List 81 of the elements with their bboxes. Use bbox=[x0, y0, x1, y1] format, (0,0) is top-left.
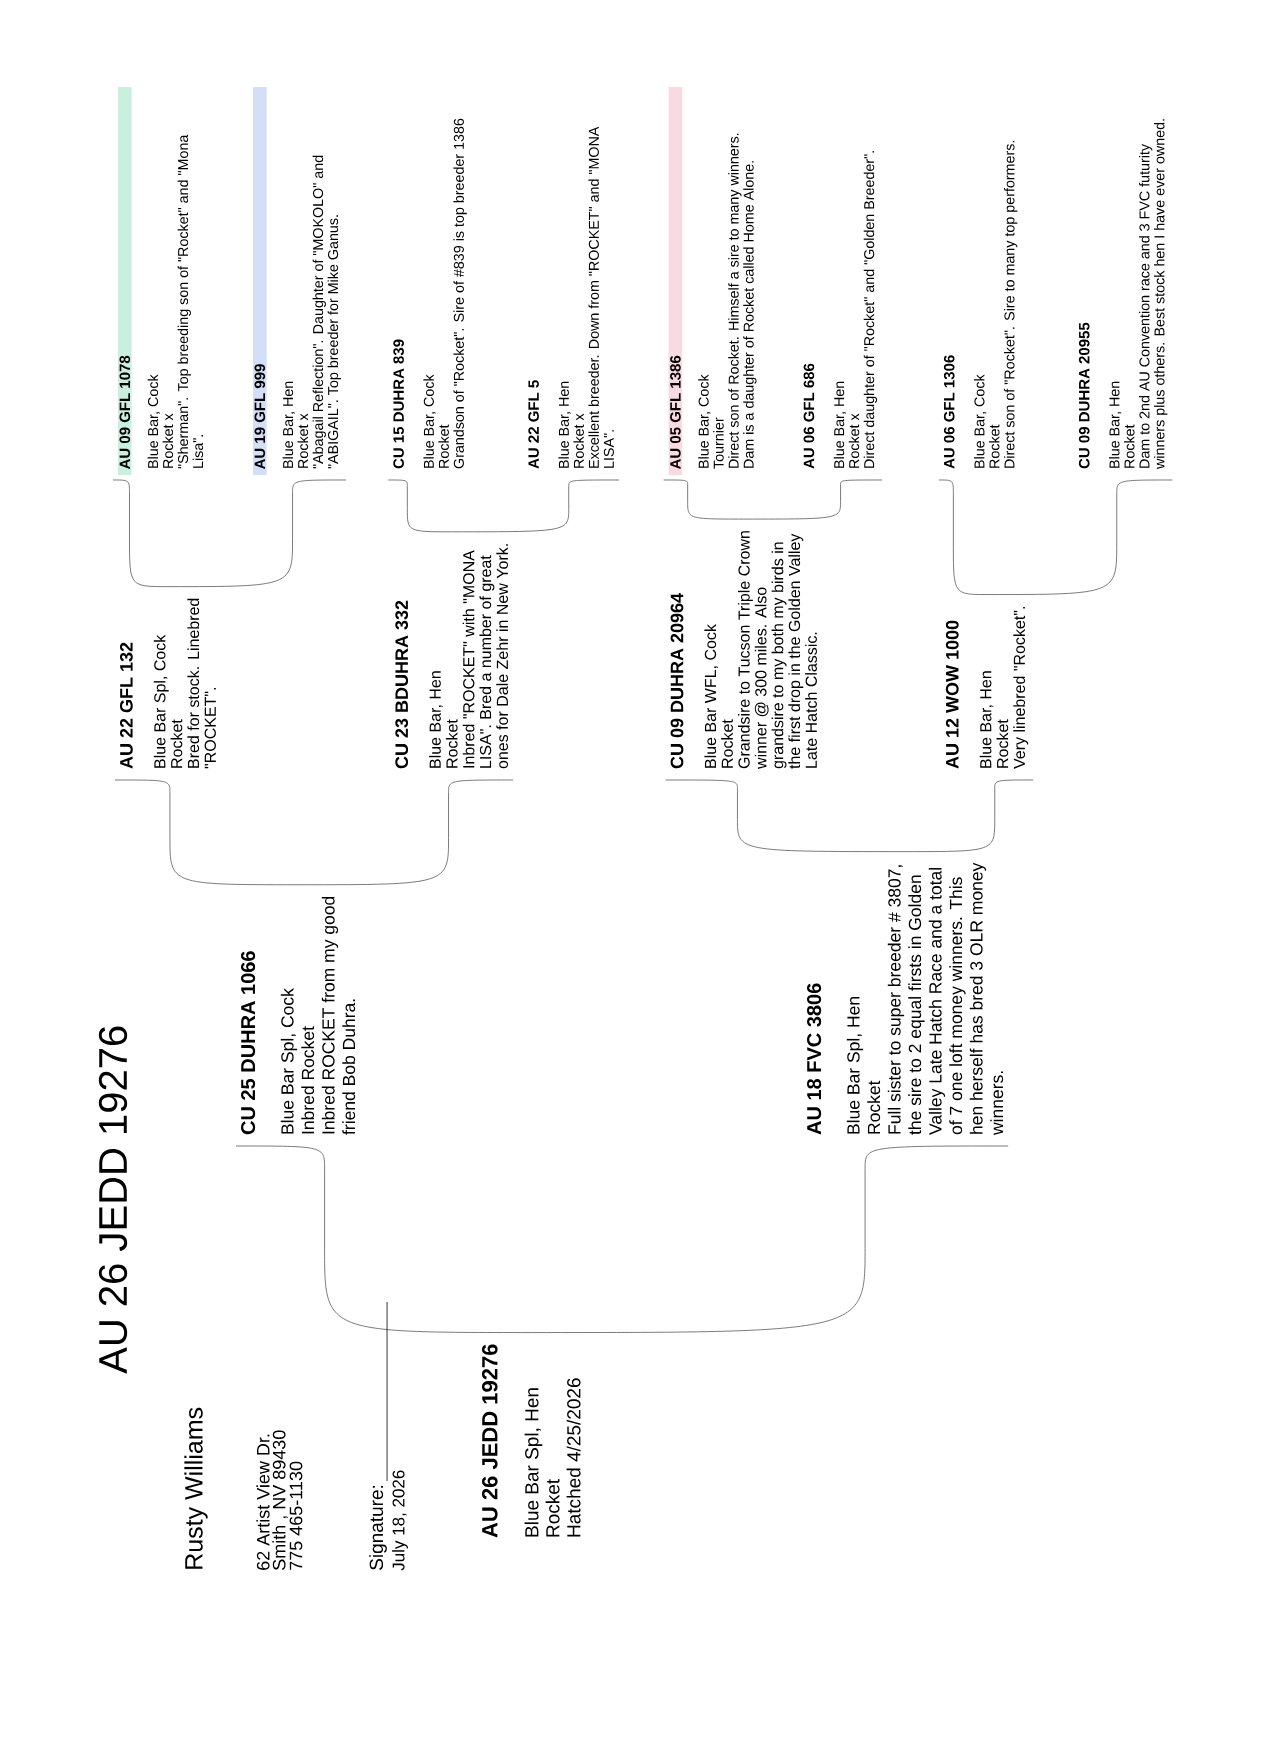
brace-line bbox=[297, 779, 514, 886]
detail-line: Grandson of "Rocket". Sire of #839 is top breeder 1386 bbox=[453, 118, 467, 469]
ring-number: CU 23 BDUHRA 332 bbox=[395, 600, 409, 769]
detail-line: Rocket bbox=[438, 424, 449, 468]
detail-line: Blue Bar, Hen bbox=[979, 671, 994, 768]
detail-line: "Abagail Reflection". Daughter of "MOKOLO" and "ABIGAIL". Top breeder for Mike Ganus. bbox=[312, 155, 341, 469]
detail-line: Full sister to super breeder # 3807, the sire to 2 equal firsts in Golden Valley Late Hatch Race and a total of 7 one loft money winners. This hen herself has bred 3 OLR money winners. bbox=[887, 862, 1004, 1135]
brace-line bbox=[986, 479, 1173, 595]
ring-number: CU 09 DUHRA 20964 bbox=[670, 593, 684, 769]
detail-line: Grandsire to Tucson Triple Crown winner @ 300 miles. Also grandsire to my both my birds in the first drop in the Golden Valley Late Hatch Classic. bbox=[738, 531, 817, 769]
detail-line: Blue Bar, Cock bbox=[698, 374, 711, 468]
detail-line: Blue Bar, Hen bbox=[429, 671, 443, 768]
detail-line: Bred for stock. Linebred "ROCKET". bbox=[187, 598, 216, 769]
brace-line bbox=[112, 479, 169, 588]
detail-line: Blue Bar, Hen bbox=[1109, 381, 1122, 468]
detail-line: Rocket bbox=[445, 719, 458, 768]
detail-line: Blue Bar, Cock bbox=[974, 374, 987, 468]
detail-line: Blue Bar WFL, Cock bbox=[704, 624, 718, 768]
detail-line: Tournier bbox=[713, 417, 724, 469]
ring-number: CU 09 DUHRA 20955 bbox=[1078, 322, 1090, 469]
brace-line bbox=[167, 479, 347, 588]
detail-line: Blue Bar, Cock bbox=[423, 374, 436, 468]
brace-line bbox=[904, 779, 1034, 852]
detail-line: "Sherman". Top breeding son of "Rocket" and "Mona Lisa". bbox=[177, 134, 204, 469]
detail-line: Rocket x bbox=[573, 413, 584, 468]
detail-line: Rocket bbox=[545, 1479, 560, 1537]
ring-number: AU 18 FVC 3806 bbox=[807, 983, 822, 1135]
pedigree-title: AU 26 JEDD 19276 bbox=[98, 1026, 128, 1374]
detail-line: Blue Bar Spl, Cock bbox=[280, 988, 298, 1134]
ring-number: AU 12 WOW 1000 bbox=[945, 620, 959, 769]
ring-number: CU 25 DUHRA 1066 bbox=[241, 951, 256, 1135]
detail-line: Blue Bar Spl, Hen bbox=[524, 1388, 543, 1537]
detail-line: Hatched 4/25/2026 bbox=[566, 1378, 581, 1537]
detail-line: Rocket bbox=[989, 424, 1000, 468]
detail-line: Blue Bar, Hen bbox=[833, 381, 846, 468]
brace-line bbox=[451, 479, 620, 533]
detail-line: Blue Bar, Hen bbox=[558, 381, 571, 468]
pedigree-entry bbox=[668, 87, 757, 475]
detail-line: Rocket bbox=[1124, 424, 1135, 468]
ring-number: AU 06 GFL 1306 bbox=[943, 355, 955, 469]
detail-line: Blue Bar, Hen bbox=[282, 381, 295, 468]
detail-line: Very linebred "Rocket". bbox=[1013, 607, 1029, 769]
detail-line: Rocket x bbox=[297, 413, 309, 468]
ring-number: AU 26 JEDD 19276 bbox=[482, 1344, 498, 1538]
detail-line: Inbred Rocket bbox=[301, 1026, 315, 1134]
detail-line: Rocket x bbox=[848, 413, 860, 468]
detail-line: Rocket x bbox=[162, 413, 174, 468]
address-line: 62 Artist View Dr. bbox=[256, 1434, 270, 1570]
ring-number: AU 06 GFL 686 bbox=[803, 363, 815, 469]
address-line: 775 465-1130 bbox=[289, 1461, 303, 1570]
detail-line: Direct daughter of "Rocket" and "Golden Breeder". bbox=[863, 151, 878, 468]
detail-line: Inbred ROCKET from my good friend Bob Duhra. bbox=[321, 896, 356, 1135]
highlighted-ring-number: AU 19 GFL 999 bbox=[253, 87, 267, 475]
detail-line: Direct son of "Rocket". Sire to many top performers. bbox=[1004, 140, 1018, 468]
detail-line: Direct son of Rocket. Himself a sire to many winners. Dam is a daughter of Rocket called Home Alone. bbox=[728, 133, 757, 468]
brace-line bbox=[743, 479, 883, 520]
ring-number: CU 15 DUHRA 839 bbox=[393, 339, 404, 469]
detail-line: Rocket bbox=[867, 1080, 881, 1134]
brace-line bbox=[114, 779, 299, 886]
detail-line: Blue Bar, Cock bbox=[147, 374, 160, 468]
detail-line: Blue Bar Spl, Hen bbox=[846, 997, 864, 1134]
detail-line: Inbred "ROCKET" with "MONA LISA". Bred a number of great ones for Dale Zehr in New York. bbox=[462, 544, 509, 769]
brace-line bbox=[663, 479, 745, 520]
brace-line bbox=[530, 1145, 1009, 1333]
highlighted-ring-number: AU 09 GFL 1078 bbox=[118, 87, 132, 475]
brace-line bbox=[235, 1145, 532, 1333]
pedigree-entry bbox=[118, 87, 204, 475]
ring-number: AU 22 GFL 5 bbox=[528, 380, 539, 469]
detail-line: Blue Bar Spl, Cock bbox=[153, 634, 169, 768]
detail-line: Rocket bbox=[170, 719, 183, 768]
detail-line: Rocket bbox=[721, 719, 733, 768]
signature-label: Signature: bbox=[369, 1485, 387, 1570]
ring-number: AU 22 GFL 132 bbox=[120, 642, 133, 769]
detail-line: Excellent breeder. Down from "ROCKET" and "MONA LISA". bbox=[588, 126, 614, 468]
brace-line bbox=[665, 779, 906, 852]
detail-line: Dam to 2nd AU Convention race and 3 FVC futurity winners plus others. Best stock hen I have ever owned. bbox=[1139, 119, 1168, 469]
address-line: Smith , NV 89430 bbox=[272, 1430, 288, 1570]
owner-name: Rusty Williams bbox=[184, 1407, 208, 1569]
date-text: July 18, 2026 bbox=[392, 1470, 408, 1571]
pedigree-entry bbox=[253, 87, 341, 475]
detail-line: Rocket bbox=[996, 719, 1009, 768]
